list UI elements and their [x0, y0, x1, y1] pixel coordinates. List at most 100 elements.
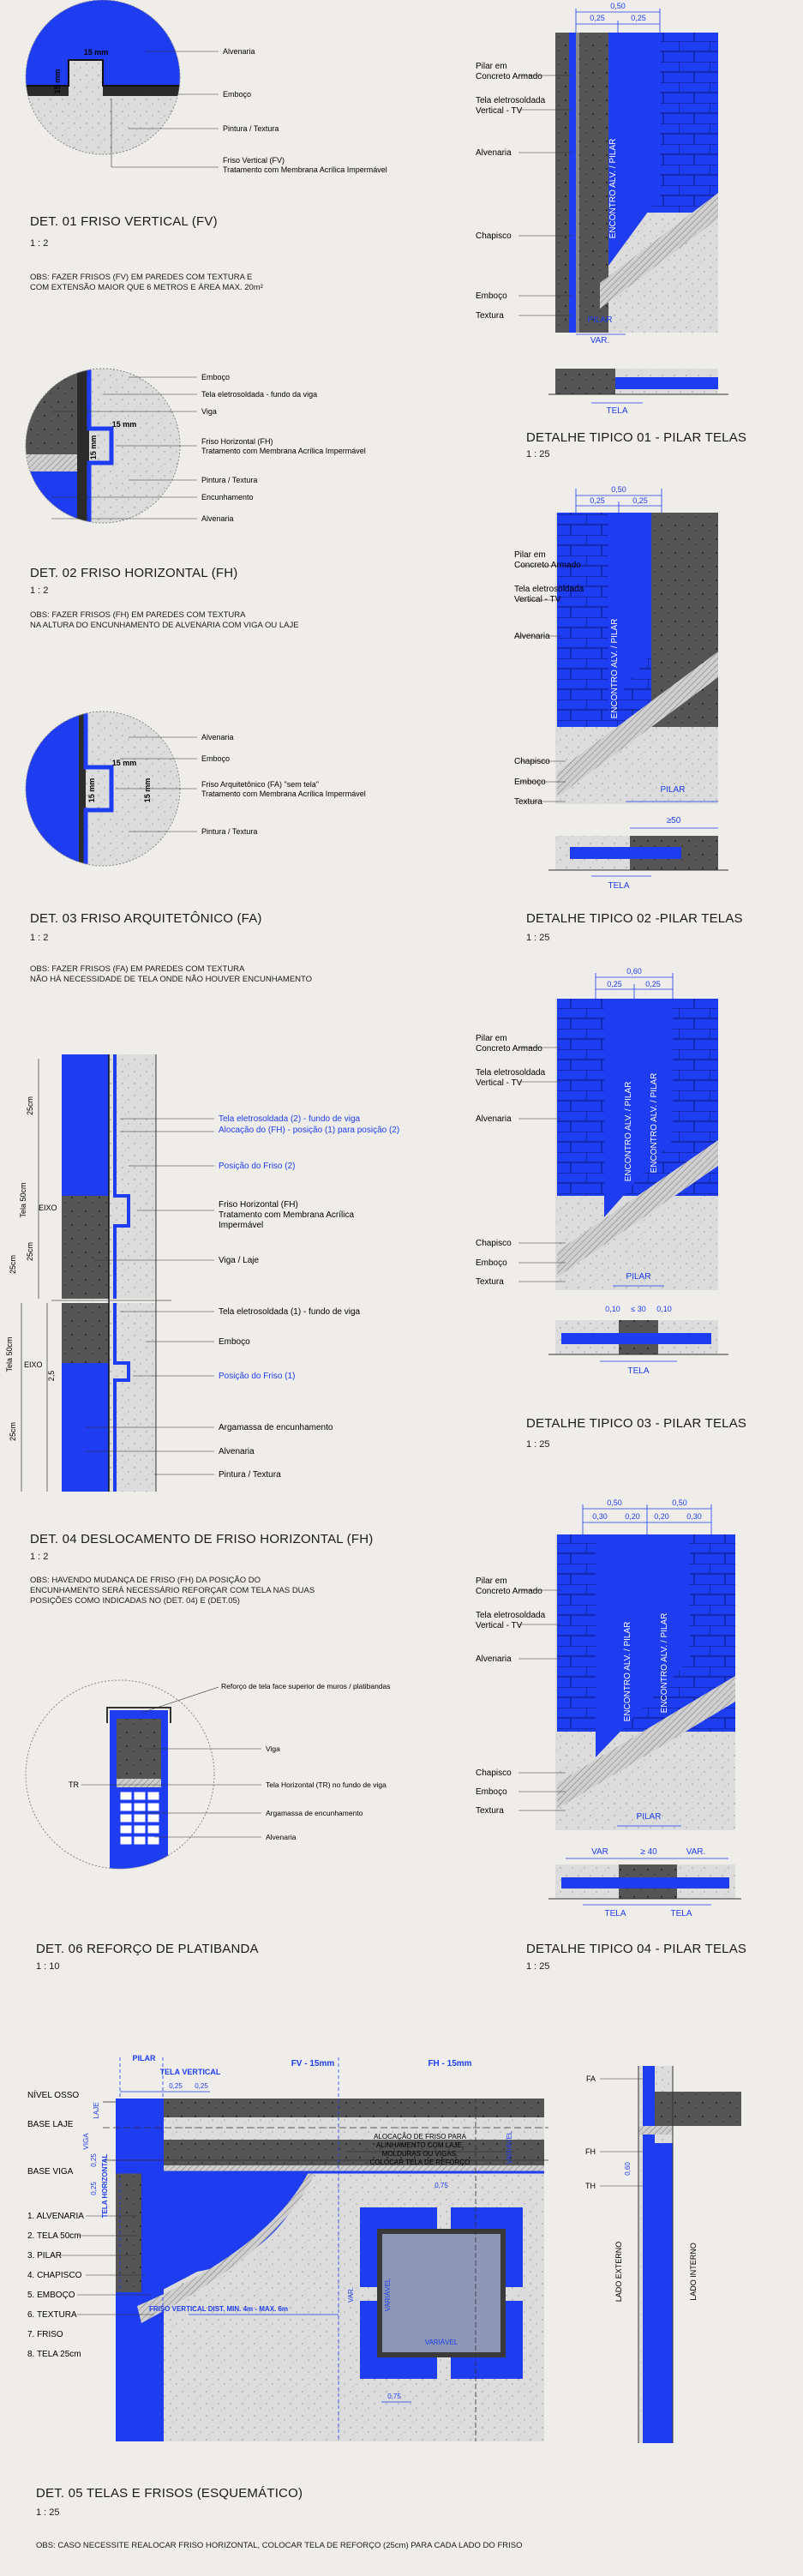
det05-sec-externo: LADO EXTERNO — [614, 2242, 623, 2303]
det02-label-emboco: Emboço — [201, 373, 230, 381]
dt02-label-pilar: Pilar em — [514, 550, 546, 560]
det03-label-alvenaria: Alvenaria — [201, 733, 234, 742]
det05-sec-fh: FH — [585, 2147, 596, 2156]
dt02-label-concreto: Concreto Armado — [514, 561, 581, 570]
det03-obs-2: NÃO HÁ NECESSIDADE DE TELA ONDE NÃO HOUV… — [30, 975, 313, 984]
det01-circle: 15 mm 15 mm Alvenaria Emboço Pintura / T… — [25, 0, 387, 174]
dt01-label-textura: Textura — [476, 311, 504, 321]
det04-dim-0: 25cm — [26, 1096, 34, 1115]
det05-win-7: VARIÁVEL — [425, 2339, 458, 2346]
det05-top-d1: 0,25 — [169, 2082, 183, 2090]
det01-obs-2: COM EXTENSÃO MAIOR QUE 6 METROS E ÁREA M… — [30, 283, 263, 292]
det04-obs-2: ENCUNHAMENTO SERÁ NECESSÁRIO REFORÇAR CO… — [30, 1586, 315, 1595]
det04-label-friso: Friso Horizontal (FH) — [219, 1200, 298, 1210]
dt03-pilar: PILAR — [626, 1272, 651, 1282]
dt03-label-pilar: Pilar em — [476, 1034, 507, 1043]
dt04-dim-d: 0,20 — [625, 1512, 640, 1521]
det05-side-viga: VIGA — [82, 2133, 90, 2150]
dt04-label-tela: Tela eletrosoldada — [476, 1611, 546, 1620]
dt03-sub-a: 0,10 — [605, 1305, 620, 1313]
dt04-dim-a: 0,50 — [607, 1498, 622, 1507]
det02-dim-h: 15 mm — [112, 420, 137, 429]
det04-eixo-1: EIXO — [39, 1204, 57, 1212]
det04-dim-1: Tela 50cm — [19, 1182, 27, 1217]
dt01-dim-total: 0,50 — [610, 2, 626, 10]
det05-side-d1: 0,25 — [90, 2153, 98, 2167]
det05-title: DET. 05 TELAS E FRISOS (ESQUEMÁTICO) — [36, 2486, 303, 2501]
dt04-label-textura: Textura — [476, 1806, 504, 1816]
det02-obs-1: OBS: FAZER FRISOS (FH) EM PAREDES COM TE… — [30, 610, 246, 620]
det05-legend-2: 2. TELA 50cm — [27, 2231, 81, 2241]
det05-legend-5: 5. EMBOÇO — [27, 2291, 75, 2300]
det01-label-alvenaria: Alvenaria — [223, 47, 255, 56]
det05-top-pilar: PILAR — [133, 2054, 157, 2063]
det01-scale: 1 : 2 — [30, 238, 49, 249]
det04-dim-8: 2,5 — [47, 1371, 56, 1382]
dt01-vertical-label: ENCONTRO ALV. / PILAR — [608, 139, 618, 239]
det05-drawing: NÍVEL OSSO BASE LAJE BASE VIGA 1. ALVENA… — [27, 2054, 548, 2441]
det06-title: DET. 06 REFORÇO DE PLATIBANDA — [36, 1942, 259, 1956]
dt02-label-emboco: Emboço — [514, 778, 546, 787]
dt01-drawing: ENCONTRO ALV. / PILAR 0,50 0,25 0,25 Pil… — [476, 2, 728, 416]
det05-top-fh: FH - 15mm — [428, 2059, 471, 2069]
det04-label-pintura: Pintura / Textura — [219, 1470, 281, 1480]
dt01-label-tela: Tela eletrosoldada — [476, 96, 546, 105]
dt03-label-tela: Tela eletrosoldada — [476, 1068, 546, 1078]
det01-label-friso: Friso Vertical (FV) — [223, 156, 285, 165]
dt04-sub-b: ≥ 40 — [640, 1847, 657, 1857]
det05-level-osso: NÍVEL OSSO — [27, 2089, 79, 2100]
det06-scale: 1 : 10 — [36, 1961, 60, 1972]
dt04-sub-c: VAR. — [686, 1847, 706, 1857]
det05-win-5: VAR. — [347, 2287, 355, 2303]
det04-label-tratamento: Tratamento com Membrana Acrílica — [219, 1210, 354, 1220]
det03-obs-1: OBS: FAZER FRISOS (FA) EM PAREDES COM TE… — [30, 964, 245, 974]
det01-label-tratamento: Tratamento com Membrana Acrílica Impermá… — [223, 165, 387, 174]
det05-legend-6: 6. TEXTURA — [27, 2310, 77, 2320]
dt02-ge50: ≥50 — [667, 816, 681, 826]
dt02-label-alvenaria: Alvenaria — [514, 632, 550, 641]
dt04-label-concreto: Concreto Armado — [476, 1587, 542, 1596]
dt04-scale: 1 : 25 — [526, 1961, 550, 1972]
dt03-label-chapisco: Chapisco — [476, 1239, 512, 1248]
det04-label-alvenaria: Alvenaria — [219, 1447, 255, 1456]
det05-win-top: 0,75 — [434, 2182, 448, 2189]
det02-title: DET. 02 FRISO HORIZONTAL (FH) — [30, 566, 238, 580]
det05-note-4: COLOCAR TELA DE REFORÇO — [370, 2159, 470, 2166]
det05-section: FA FH TH LADO EXTERNO LADO INTERNO 0,60 — [585, 2066, 741, 2443]
det05-note-1: ALOCAÇÃO DE FRISO PARA — [374, 2133, 467, 2141]
dt02-dim-total: 0,50 — [611, 485, 626, 494]
dt02-pilar: PILAR — [661, 785, 686, 795]
dt03-title: DETALHE TIPICO 03 - PILAR TELAS — [526, 1416, 747, 1431]
dt01-dim-b: 0,25 — [631, 14, 646, 22]
det03-title: DET. 03 FRISO ARQUITETÔNICO (FA) — [30, 911, 262, 926]
dt03-vertical-1: ENCONTRO ALV. / PILAR — [624, 1082, 633, 1182]
det05-side-tela: TELA HORIZONTAL — [101, 2154, 109, 2219]
det04-section: Tela eletrosoldada (2) - fundo de viga A… — [5, 1054, 399, 1492]
det06-label-alvenaria: Alvenaria — [266, 1833, 297, 1841]
det05-friso: FRISO VERTICAL DIST. MIN. 4m - MAX. 6m — [149, 2305, 288, 2313]
det05-top-fv: FV - 15mm — [291, 2059, 335, 2069]
det05-side-d2: 0,25 — [90, 2182, 98, 2195]
det03-scale: 1 : 2 — [30, 933, 49, 943]
dt04-title: DETALHE TIPICO 04 - PILAR TELAS — [526, 1942, 747, 1956]
dt01-scale: 1 : 25 — [526, 449, 550, 459]
dt01-title: DETALHE TIPICO 01 - PILAR TELAS — [526, 430, 747, 445]
dt02-label-textura: Textura — [514, 797, 542, 807]
det04-label-viga: Viga / Laje — [219, 1256, 260, 1265]
dt01-var: VAR. — [590, 336, 610, 345]
dt03-label-alvenaria: Alvenaria — [476, 1114, 512, 1124]
dt04-label-tv: Vertical - TV — [476, 1621, 523, 1630]
det05-legend-4: 4. CHAPISCO — [27, 2271, 82, 2280]
det05-win-6: VARIÁVEL — [384, 2278, 392, 2311]
det02-label-friso: Friso Horizontal (FH) — [201, 437, 273, 446]
det04-label-tela1: Tela eletrosoldada (1) - fundo de viga — [219, 1307, 361, 1317]
det03-label-emboco: Emboço — [201, 754, 230, 763]
dt01-label-pilar: Pilar em — [476, 62, 507, 71]
det04-title: DET. 04 DESLOCAMENTO DE FRISO HORIZONTAL… — [30, 1532, 374, 1546]
det05-side-laje: LAJE — [93, 2102, 100, 2118]
dt03-sub-b: ≤ 30 — [631, 1305, 645, 1313]
det05-win-4: 0,25 — [364, 2363, 372, 2377]
det04-blue3: Posição do Friso (2) — [219, 1162, 295, 1171]
det05-sec-dim: 0,60 — [624, 2162, 632, 2176]
